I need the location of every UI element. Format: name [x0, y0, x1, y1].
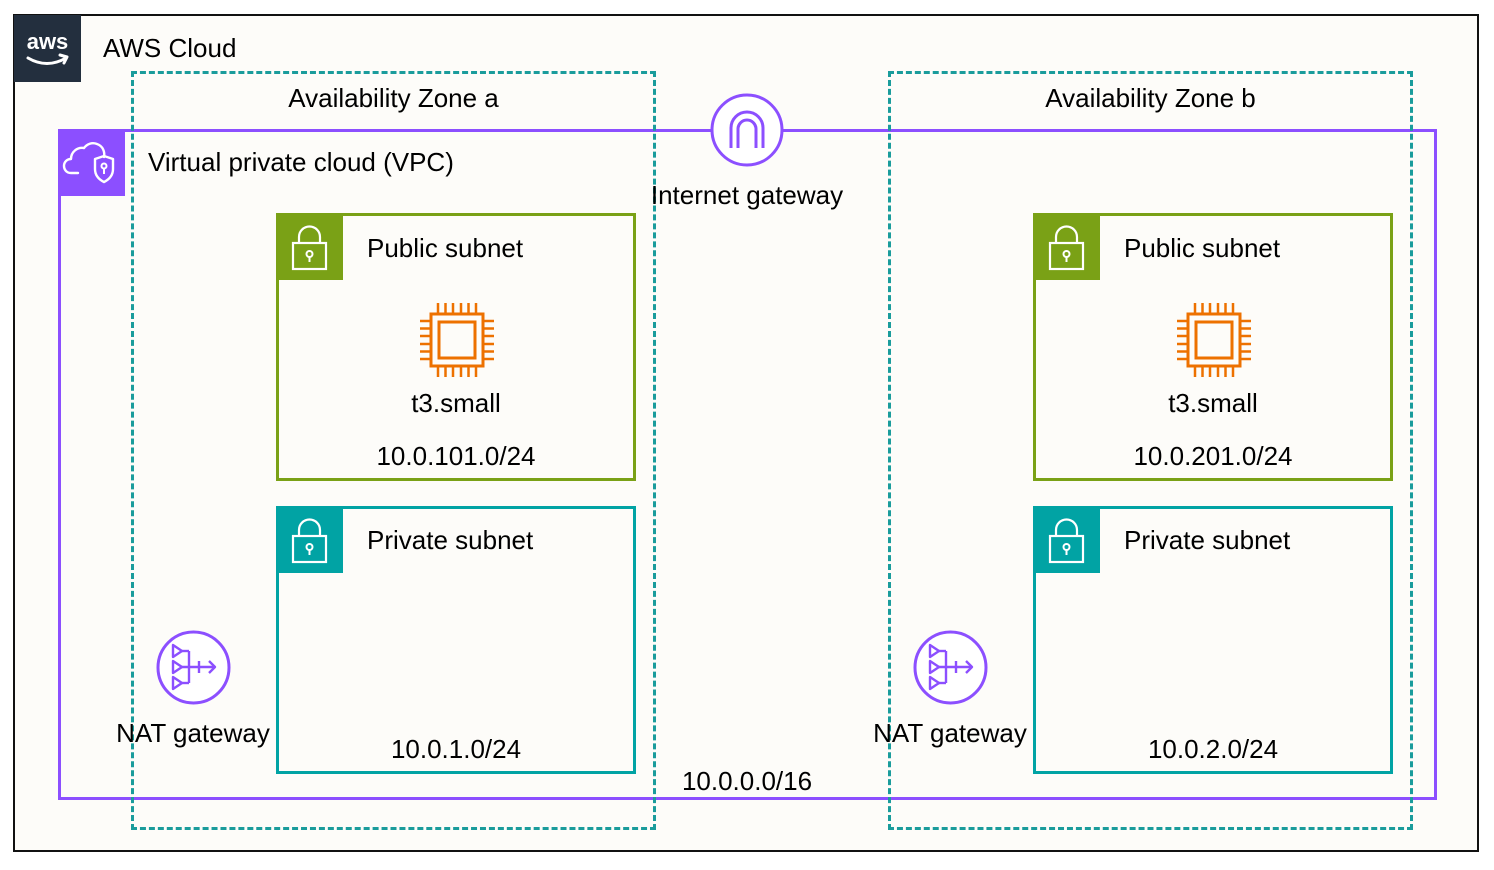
public-subnet-b-cidr: 10.0.201.0/24: [1133, 441, 1293, 471]
availability-zone-a: [131, 71, 656, 830]
nat-gateway-b-label: NAT gateway: [873, 718, 1027, 748]
public-subnet-b: [1033, 213, 1393, 481]
private-subnet-b-cidr: 10.0.2.0/24: [1147, 734, 1279, 764]
aws-logo-text: aws: [27, 29, 69, 54]
availability-zone-b-label: Availability Zone b: [1045, 83, 1256, 113]
availability-zone-b: [888, 71, 1413, 830]
lock-icon: [1033, 213, 1100, 280]
lock-icon: [276, 506, 343, 573]
nat-gateway-a-label: NAT gateway: [116, 718, 270, 748]
public-subnet-a: [276, 213, 636, 481]
aws-logo-icon: aws: [14, 15, 81, 82]
vpc-cloud-icon: [58, 129, 125, 196]
private-subnet-a-title: Private subnet: [367, 525, 534, 555]
public-subnet-a-cidr: 10.0.101.0/24: [376, 441, 536, 471]
lock-icon: [1033, 506, 1100, 573]
internet-gateway-label: Internet gateway: [650, 180, 844, 210]
private-subnet-a: [276, 506, 636, 774]
internet-gateway-icon: [709, 92, 785, 168]
nat-gateway-icon: [912, 629, 989, 706]
vpc-title: Virtual private cloud (VPC): [148, 147, 454, 177]
instance-type-b: t3.small: [1168, 388, 1258, 418]
aws-cloud-title: AWS Cloud: [103, 33, 237, 63]
availability-zone-a-label: Availability Zone a: [288, 83, 499, 113]
ec2-instance-icon: [1174, 300, 1254, 380]
private-subnet-a-cidr: 10.0.1.0/24: [390, 734, 522, 764]
private-subnet-b-title: Private subnet: [1124, 525, 1291, 555]
vpc-cidr: 10.0.0.0/16: [681, 766, 813, 796]
nat-gateway-icon: [155, 629, 232, 706]
ec2-instance-icon: [417, 300, 497, 380]
lock-icon: [276, 213, 343, 280]
public-subnet-a-title: Public subnet: [367, 233, 524, 263]
private-subnet-b: [1033, 506, 1393, 774]
instance-type-a: t3.small: [411, 388, 501, 418]
public-subnet-b-title: Public subnet: [1124, 233, 1281, 263]
